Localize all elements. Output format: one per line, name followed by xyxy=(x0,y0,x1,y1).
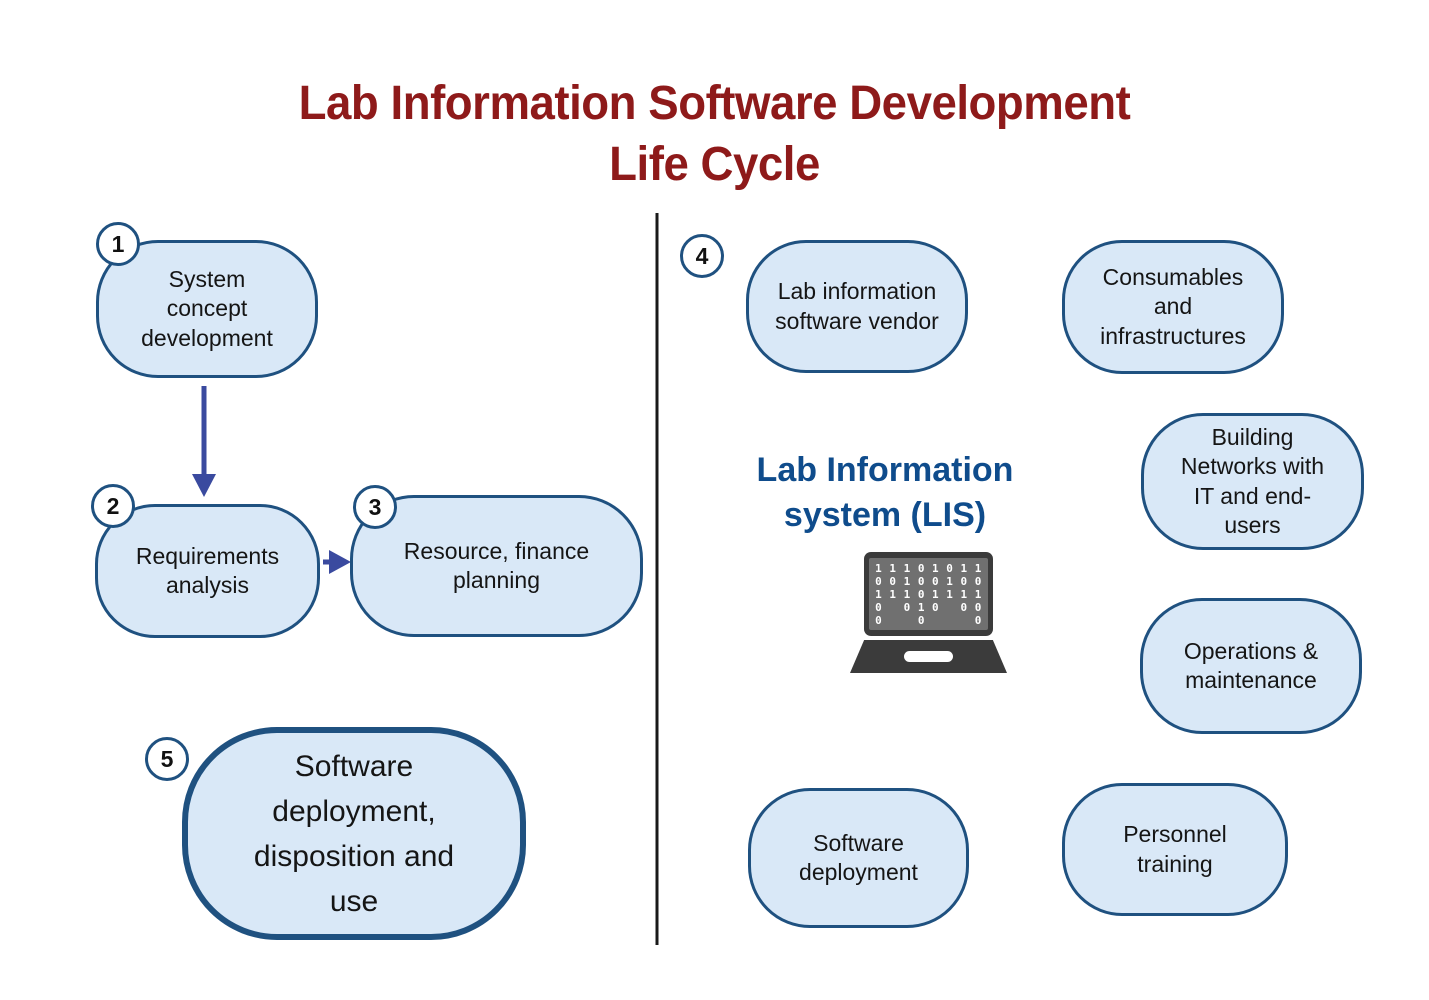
step-badge-3: 3 xyxy=(353,485,397,529)
pill-label: Software deployment, disposition and use xyxy=(253,749,455,918)
step-number: 2 xyxy=(106,492,120,519)
step-number: 5 xyxy=(160,745,174,772)
step-badge-1: 1 xyxy=(96,222,140,266)
pill-label: Building Networks with IT and end-users xyxy=(1180,424,1325,538)
pill-label: Operations & maintenance xyxy=(1183,637,1319,693)
pill-requirements-analysis: Requirements analysis xyxy=(95,504,320,638)
step-number: 3 xyxy=(368,493,382,520)
pill-software-deployment: Software deployment xyxy=(748,788,969,928)
page-title: Lab Information Software Development Lif… xyxy=(36,74,1394,196)
laptop-screen: 1 1 1 0 1 0 1 1 0 0 1 0 0 1 0 0 1 1 1 0 … xyxy=(864,552,993,636)
step-badge-5: 5 xyxy=(145,737,189,781)
lis-label-line2: system (LIS) xyxy=(783,496,987,535)
pill-system-concept-development: System concept development xyxy=(96,240,318,378)
step-number: 4 xyxy=(695,242,709,269)
page-title-line1: Lab Information Software Development xyxy=(298,77,1131,130)
binary-row: 0 0 1 0 0 1 0 0 xyxy=(875,574,982,588)
pill-label: Personnel training xyxy=(1123,821,1227,877)
pill-personnel-training: Personnel training xyxy=(1062,783,1288,916)
pill-consumables-and-infrastructures: Consumables and infrastructures xyxy=(1062,240,1284,374)
lis-label-line1: Lab Information xyxy=(756,451,1014,489)
step-number: 1 xyxy=(111,230,125,257)
binary-row: 0 0 0 xyxy=(875,613,982,627)
binary-row: 1 1 1 0 1 1 1 1 xyxy=(875,587,982,601)
laptop-touchpad xyxy=(904,651,953,662)
step-badge-2: 2 xyxy=(91,484,135,528)
lis-center-label: Lab Information system (LIS) xyxy=(705,448,1065,538)
pill-software-deployment-disposition-use: Software deployment, disposition and use xyxy=(182,727,526,940)
arrow-down-icon xyxy=(192,386,216,497)
pill-lab-information-software-vendor: Lab information software vendor xyxy=(746,240,968,373)
pill-label: Requirements analysis xyxy=(135,542,280,598)
pill-label: Lab information software vendor xyxy=(775,278,939,334)
arrow-right-icon xyxy=(323,550,351,574)
pill-resource-finance-planning: Resource, finance planning xyxy=(350,495,643,637)
pill-label: Resource, finance planning xyxy=(403,537,590,593)
pill-building-networks-with-it-and-end-users: Building Networks with IT and end-users xyxy=(1141,413,1364,550)
pill-label: System concept development xyxy=(141,266,273,351)
laptop-display: 1 1 1 0 1 0 1 1 0 0 1 0 0 1 0 0 1 1 1 0 … xyxy=(869,558,988,630)
binary-row: 0 0 1 0 0 0 xyxy=(875,600,982,614)
pill-label: Consumables and infrastructures xyxy=(1100,264,1246,349)
laptop-binary-code-icon: 1 1 1 0 1 0 1 1 0 0 1 0 0 1 0 0 1 1 1 0 … xyxy=(850,552,1007,674)
pill-label: Software deployment xyxy=(799,829,918,885)
binary-row: 1 1 1 0 1 0 1 1 xyxy=(875,561,982,575)
pill-operations-and-maintenance: Operations & maintenance xyxy=(1140,598,1362,734)
step-badge-4: 4 xyxy=(680,234,724,278)
page-title-line2: Life Cycle xyxy=(609,137,820,191)
